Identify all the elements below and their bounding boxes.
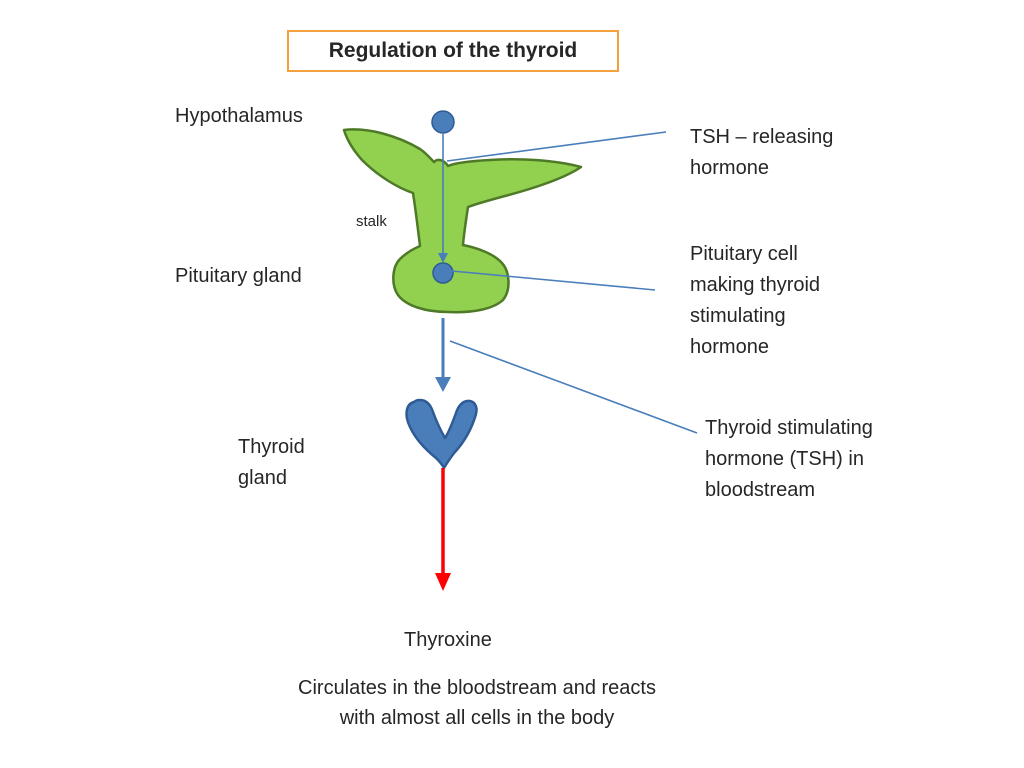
callout-line-pituitary-cell — [451, 270, 656, 291]
callout-line-trh — [446, 131, 667, 162]
thyroxine-arrowhead — [435, 573, 451, 591]
label-thyroxine: Thyroxine — [404, 629, 492, 651]
label-circulates: Circulates in the bloodstream and reacts… — [298, 677, 656, 729]
hypothalamus-pituitary-shape — [342, 128, 583, 314]
neuron-axon-arrowhead — [438, 253, 448, 263]
label-trh: TSH – releasing hormone — [690, 126, 834, 179]
hypothalamus-neuron-dot — [431, 110, 455, 134]
label-thyroid-gland: Thyroid gland — [238, 436, 305, 489]
label-tsh-bloodstream: Thyroid stimulating hormone (TSH) in blo… — [705, 417, 873, 501]
pituitary-cell-dot — [432, 262, 454, 284]
callout-line-tsh-bloodstream — [449, 340, 698, 434]
tsh-arrowhead — [435, 377, 451, 392]
thyroid-gland-shape — [405, 398, 478, 470]
page-title: Regulation of the thyroid — [328, 39, 578, 62]
label-hypothalamus: Hypothalamus — [175, 105, 303, 127]
label-pituitary-gland: Pituitary gland — [175, 265, 302, 287]
title-box: Regulation of the thyroid — [287, 30, 619, 72]
label-pituitary-cell: Pituitary cell making thyroid stimulatin… — [690, 243, 821, 358]
label-stalk: stalk — [356, 213, 387, 230]
